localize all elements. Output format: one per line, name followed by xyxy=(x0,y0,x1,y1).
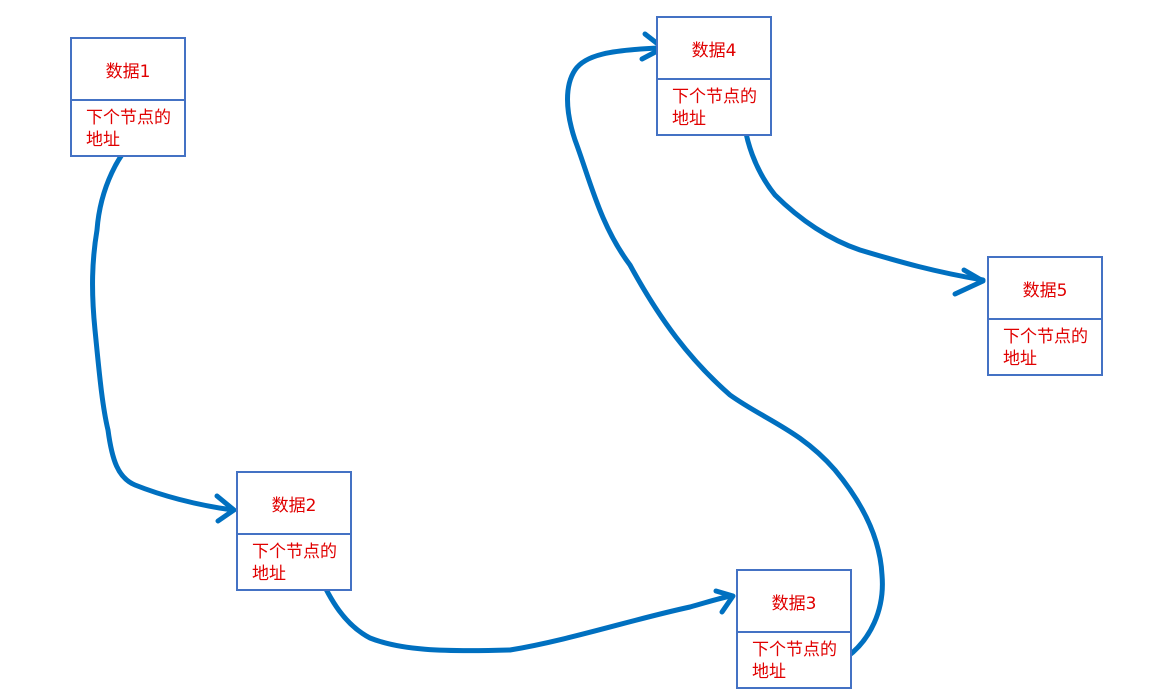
node-data-field: 数据3 xyxy=(738,571,850,633)
arrow-node1-to-node2 xyxy=(90,130,236,513)
arrowhead-node5 xyxy=(952,267,986,297)
node-data-field: 数据1 xyxy=(72,39,184,101)
arrowhead-node2 xyxy=(214,493,237,524)
list-node-5: 数据5 下个节点的地址 xyxy=(987,256,1103,376)
node-next-pointer-field: 下个节点的地址 xyxy=(252,542,337,584)
node-next-pointer-field: 下个节点的地址 xyxy=(1003,327,1088,369)
node-data-field: 数据2 xyxy=(238,473,350,535)
arrowhead-node3 xyxy=(713,588,736,615)
node-data-field: 数据5 xyxy=(989,258,1101,320)
arrow-node2-to-node3 xyxy=(315,569,734,654)
list-node-4: 数据4 下个节点的地址 xyxy=(656,16,772,136)
arrow-node4-to-node5 xyxy=(740,109,986,283)
node-next-pointer-field: 下个节点的地址 xyxy=(752,640,837,682)
node-data-field: 数据4 xyxy=(658,18,770,80)
list-node-1: 数据1 下个节点的地址 xyxy=(70,37,186,157)
arrow-node3-to-node4 xyxy=(565,45,885,660)
node-next-pointer-field: 下个节点的地址 xyxy=(672,87,757,129)
list-node-2: 数据2 下个节点的地址 xyxy=(236,471,352,591)
list-node-3: 数据3 下个节点的地址 xyxy=(736,569,852,689)
node-next-pointer-field: 下个节点的地址 xyxy=(86,108,171,150)
